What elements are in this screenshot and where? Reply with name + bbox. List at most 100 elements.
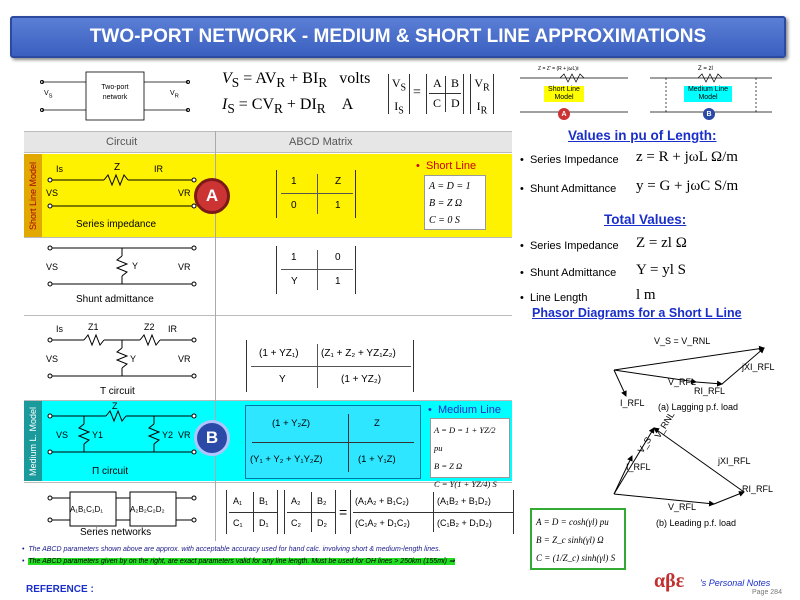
row-divider: [24, 482, 512, 483]
shunt-admittance-label: Shunt admittance: [76, 294, 154, 305]
total-heading: Total Values:: [604, 212, 687, 227]
phasor-b-ri-label: RI_RFL: [742, 484, 774, 494]
svg-text:Y2: Y2: [162, 430, 173, 440]
pi-circuit: Z Y1 Y2 VS VR: [47, 401, 197, 455]
svg-text:Y: Y: [130, 354, 136, 364]
row-divider: [24, 237, 512, 238]
svg-text:IR: IR: [168, 324, 178, 334]
line-length-eq: l m: [636, 287, 656, 303]
note-approx: • The ABCD parameters shown above are ap…: [22, 546, 441, 553]
medium-line-heading: • Medium Line: [428, 404, 501, 416]
series-impedance-circuit: Z Is IR VS VR: [46, 162, 197, 209]
short-mini-badge: A: [558, 108, 570, 120]
svg-text:VR: VR: [178, 262, 191, 272]
svg-text:Z: Z: [112, 401, 118, 411]
phasor-a-vs-label: V_S = V_RNL: [654, 336, 711, 346]
eq-vs: VS = AVR + BIR volts: [222, 70, 371, 91]
col-circuit: Circuit: [106, 136, 138, 148]
shunt-admittance-circuit: Y VS VR: [46, 245, 197, 287]
svg-text:VS: VS: [56, 430, 68, 440]
svg-text:VR: VR: [178, 430, 191, 440]
phasor-a-irfl-label: I_RFL: [620, 398, 645, 408]
reference-label: REFERENCE :: [26, 584, 94, 595]
phasor-b-irfl-label: I_RFL: [626, 462, 651, 472]
svg-text:Z2: Z2: [144, 322, 155, 332]
svg-text:Z1: Z1: [88, 322, 99, 332]
network-1-label: A₁B₁C₁D₁: [70, 505, 104, 514]
leading-caption: (b) Leading p.f. load: [656, 518, 737, 528]
row-divider: [24, 400, 512, 401]
shunt-admittance-item: • Shunt Admittance: [520, 183, 617, 195]
vr-port-label: VR: [170, 90, 179, 100]
medium-line-mini-diagram: Z = zl Medium Line Model B: [646, 64, 776, 122]
short-sidebar: Short Line Model: [24, 154, 42, 237]
short-line-mini-diagram: Z = Z' = (R + jωL)ℓ Short Line Model A: [516, 64, 632, 122]
phasor-b-vrfl-label: V_RFL: [668, 502, 697, 512]
two-port-label-1: Two-port: [101, 84, 129, 91]
exact-parameters-box: A = D = cosh(γl) pu B = Z_c sinh(γl) Ω C…: [530, 508, 626, 570]
total-series-eq: Z = zl Ω: [636, 235, 687, 251]
lagging-phasor-diagram: [613, 345, 765, 397]
phasor-a-ri-label: RI_RFL: [694, 386, 726, 396]
page-title: TWO-PORT NETWORK - MEDIUM & SHORT LINE A…: [10, 16, 786, 58]
phasor-a-jxi-label: jXI_RFL: [742, 362, 775, 372]
series-impedance-eq: z = R + jωL Ω/m: [636, 149, 738, 165]
row-divider: [24, 315, 512, 316]
eq-is: IS = CVR + DIR A: [222, 96, 354, 117]
vs-port-label: VS: [44, 90, 53, 100]
phasor-heading: Phasor Diagrams for a Short L Line: [532, 306, 742, 320]
brand-subtitle: 's Personal Notes: [700, 578, 771, 588]
series-networks-matrix: A₁ B₁ C₁ D₁ A₂ B₂ C₂ D₂ = (A₁A₂ + B₁C₂) …: [226, 488, 516, 538]
pu-heading: Values in pu of Length:: [568, 128, 717, 143]
medium-line-badge: B: [194, 420, 230, 456]
leading-phasor-diagram: [613, 427, 745, 507]
total-series-item: • Series Impedance: [520, 240, 619, 252]
short-line-badge: A: [194, 178, 230, 214]
network-2-label: A₂B₂C₂D₂: [130, 505, 165, 514]
svg-text:VS: VS: [46, 262, 58, 272]
svg-text:Is: Is: [56, 324, 64, 334]
svg-text:VR: VR: [178, 188, 191, 198]
medium-line-model-label: Medium Line Model: [684, 86, 732, 102]
svg-text:Y: Y: [132, 261, 138, 271]
lagging-caption: (a) Lagging p.f. load: [658, 402, 739, 412]
phasor-a-vrfl-label: V_RFL: [668, 377, 697, 387]
svg-text:Is: Is: [56, 164, 64, 174]
pi-circuit-label: Π circuit: [92, 466, 129, 477]
svg-text:Y1: Y1: [92, 430, 103, 440]
series-impedance-item: • Series Impedance: [520, 154, 619, 166]
svg-text:Z: Z: [114, 162, 120, 173]
phasor-b-jxi-label: jXI_RFL: [718, 456, 751, 466]
t-circuit: Z1 Z2 Y Is IR VS VR: [46, 322, 197, 379]
svg-text:VS: VS: [46, 354, 58, 364]
short-line-formulas: A = D = 1 B = Z Ω C = 0 S: [424, 175, 486, 230]
total-shunt-eq: Y = yl S: [636, 262, 686, 278]
t-circuit-matrix: (1 + YZ₁) (Z₁ + Z₂ + YZ₁Z₂) Y (1 + YZ₂): [246, 340, 414, 392]
line-length-item: • Line Length: [520, 292, 588, 304]
svg-text:IR: IR: [154, 164, 164, 174]
medium-sidebar: Medium L. Model: [24, 401, 42, 481]
shunt-admittance-eq: y = G + jωC S/m: [636, 178, 739, 194]
short-line-heading: • Short Line: [416, 160, 477, 172]
page-number: Page 284: [752, 589, 782, 596]
two-port-label-2: network: [102, 94, 128, 101]
note-exact: • The ABCD parameters given by on the ri…: [22, 558, 455, 565]
series-impedance-matrix: 1 Z 0 1: [276, 170, 356, 218]
total-shunt-item: • Shunt Admittance: [520, 267, 617, 279]
svg-text:VR: VR: [178, 354, 191, 364]
series-impedance-label: Series impedance: [76, 219, 157, 230]
column-divider: [215, 131, 216, 541]
medium-mini-badge: B: [703, 108, 715, 120]
two-port-lines: [40, 71, 190, 121]
series-networks-circuit: [47, 491, 197, 527]
brand-logo: αβε: [654, 570, 685, 592]
t-circuit-label: T circuit: [100, 386, 135, 397]
two-port-diagram: Two-port network VS VR: [40, 68, 190, 124]
svg-text:VS: VS: [46, 188, 58, 198]
table-header: Circuit ABCD Matrix: [24, 131, 512, 153]
shunt-admittance-matrix: 1 0 Y 1: [276, 246, 356, 294]
short-line-model-label: Short Line Model: [544, 86, 584, 102]
pi-circuit-matrix: (1 + Y₂Z) Z (Y₁ + Y₂ + Y₁Y₂Z) (1 + Y₁Z): [248, 410, 418, 476]
series-networks-label: Series networks: [80, 527, 152, 538]
